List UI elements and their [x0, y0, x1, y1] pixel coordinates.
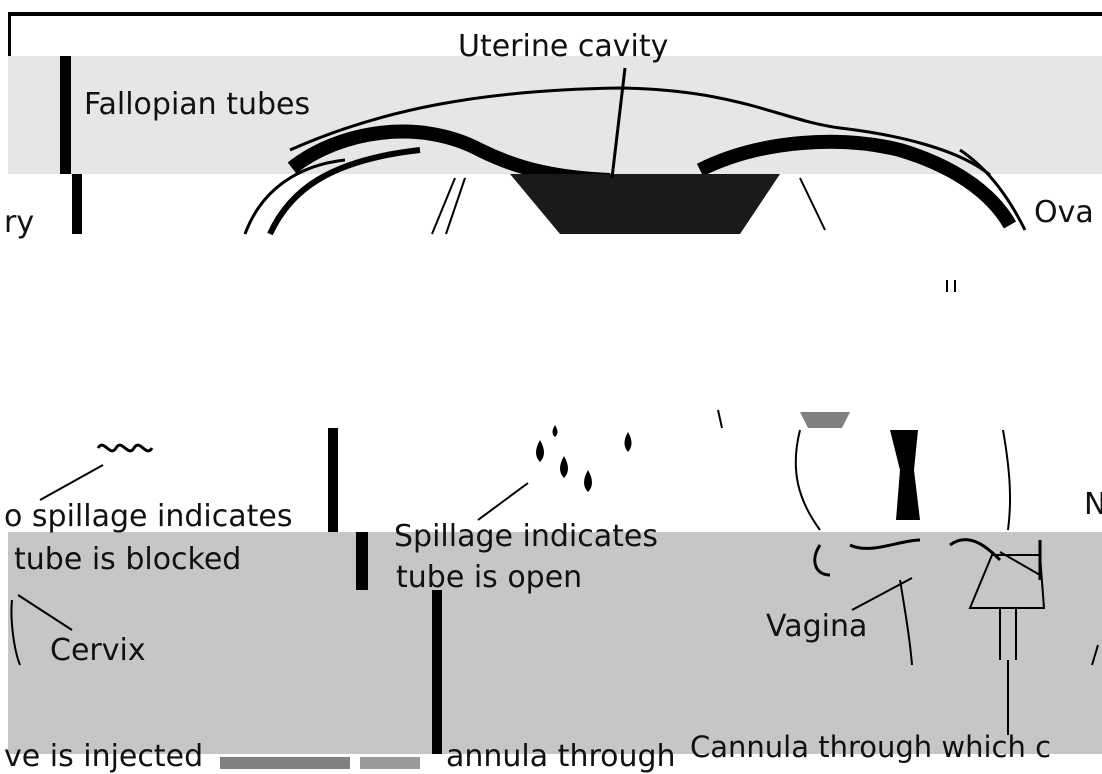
- blocked-tube-coil: [98, 445, 152, 451]
- vaginal-wall-right: [1003, 430, 1010, 530]
- fallopian-tubes-label: Fallopian tubes: [84, 90, 310, 120]
- ovary-right-label: Ova: [1034, 198, 1094, 228]
- cervix-leader: [18, 595, 72, 630]
- cannula-funnel: [970, 555, 1044, 608]
- uterine-cavity-label: Uterine cavity: [458, 32, 668, 62]
- spillage-line2: tube is open: [396, 563, 582, 593]
- bottom-left-label: ve is injected: [4, 742, 203, 772]
- vaginal-wall-left: [796, 430, 820, 530]
- uterine-cavity-leader: [612, 68, 625, 178]
- right-edge-n-label: N: [1084, 490, 1102, 520]
- no-spillage-leader: [40, 465, 103, 500]
- spillage-drops: [536, 425, 632, 492]
- vagina-label: Vagina: [766, 612, 867, 642]
- no-spillage-line2: tube is blocked: [14, 545, 241, 575]
- spillage-line1: Spillage indicates: [394, 522, 658, 552]
- ovary-left-label: ry: [4, 208, 34, 238]
- spillage-leader: [478, 483, 528, 520]
- cervix-label: Cervix: [50, 636, 146, 666]
- cannula-label: Cannula through which c: [690, 733, 1051, 762]
- no-spillage-line1: o spillage indicates: [4, 502, 292, 532]
- cannula-dark: [890, 430, 920, 520]
- bottom-middle-label: annula through: [446, 742, 676, 772]
- fallopian-tube-left: [292, 132, 610, 180]
- uterine-cavity-fill: [510, 174, 780, 234]
